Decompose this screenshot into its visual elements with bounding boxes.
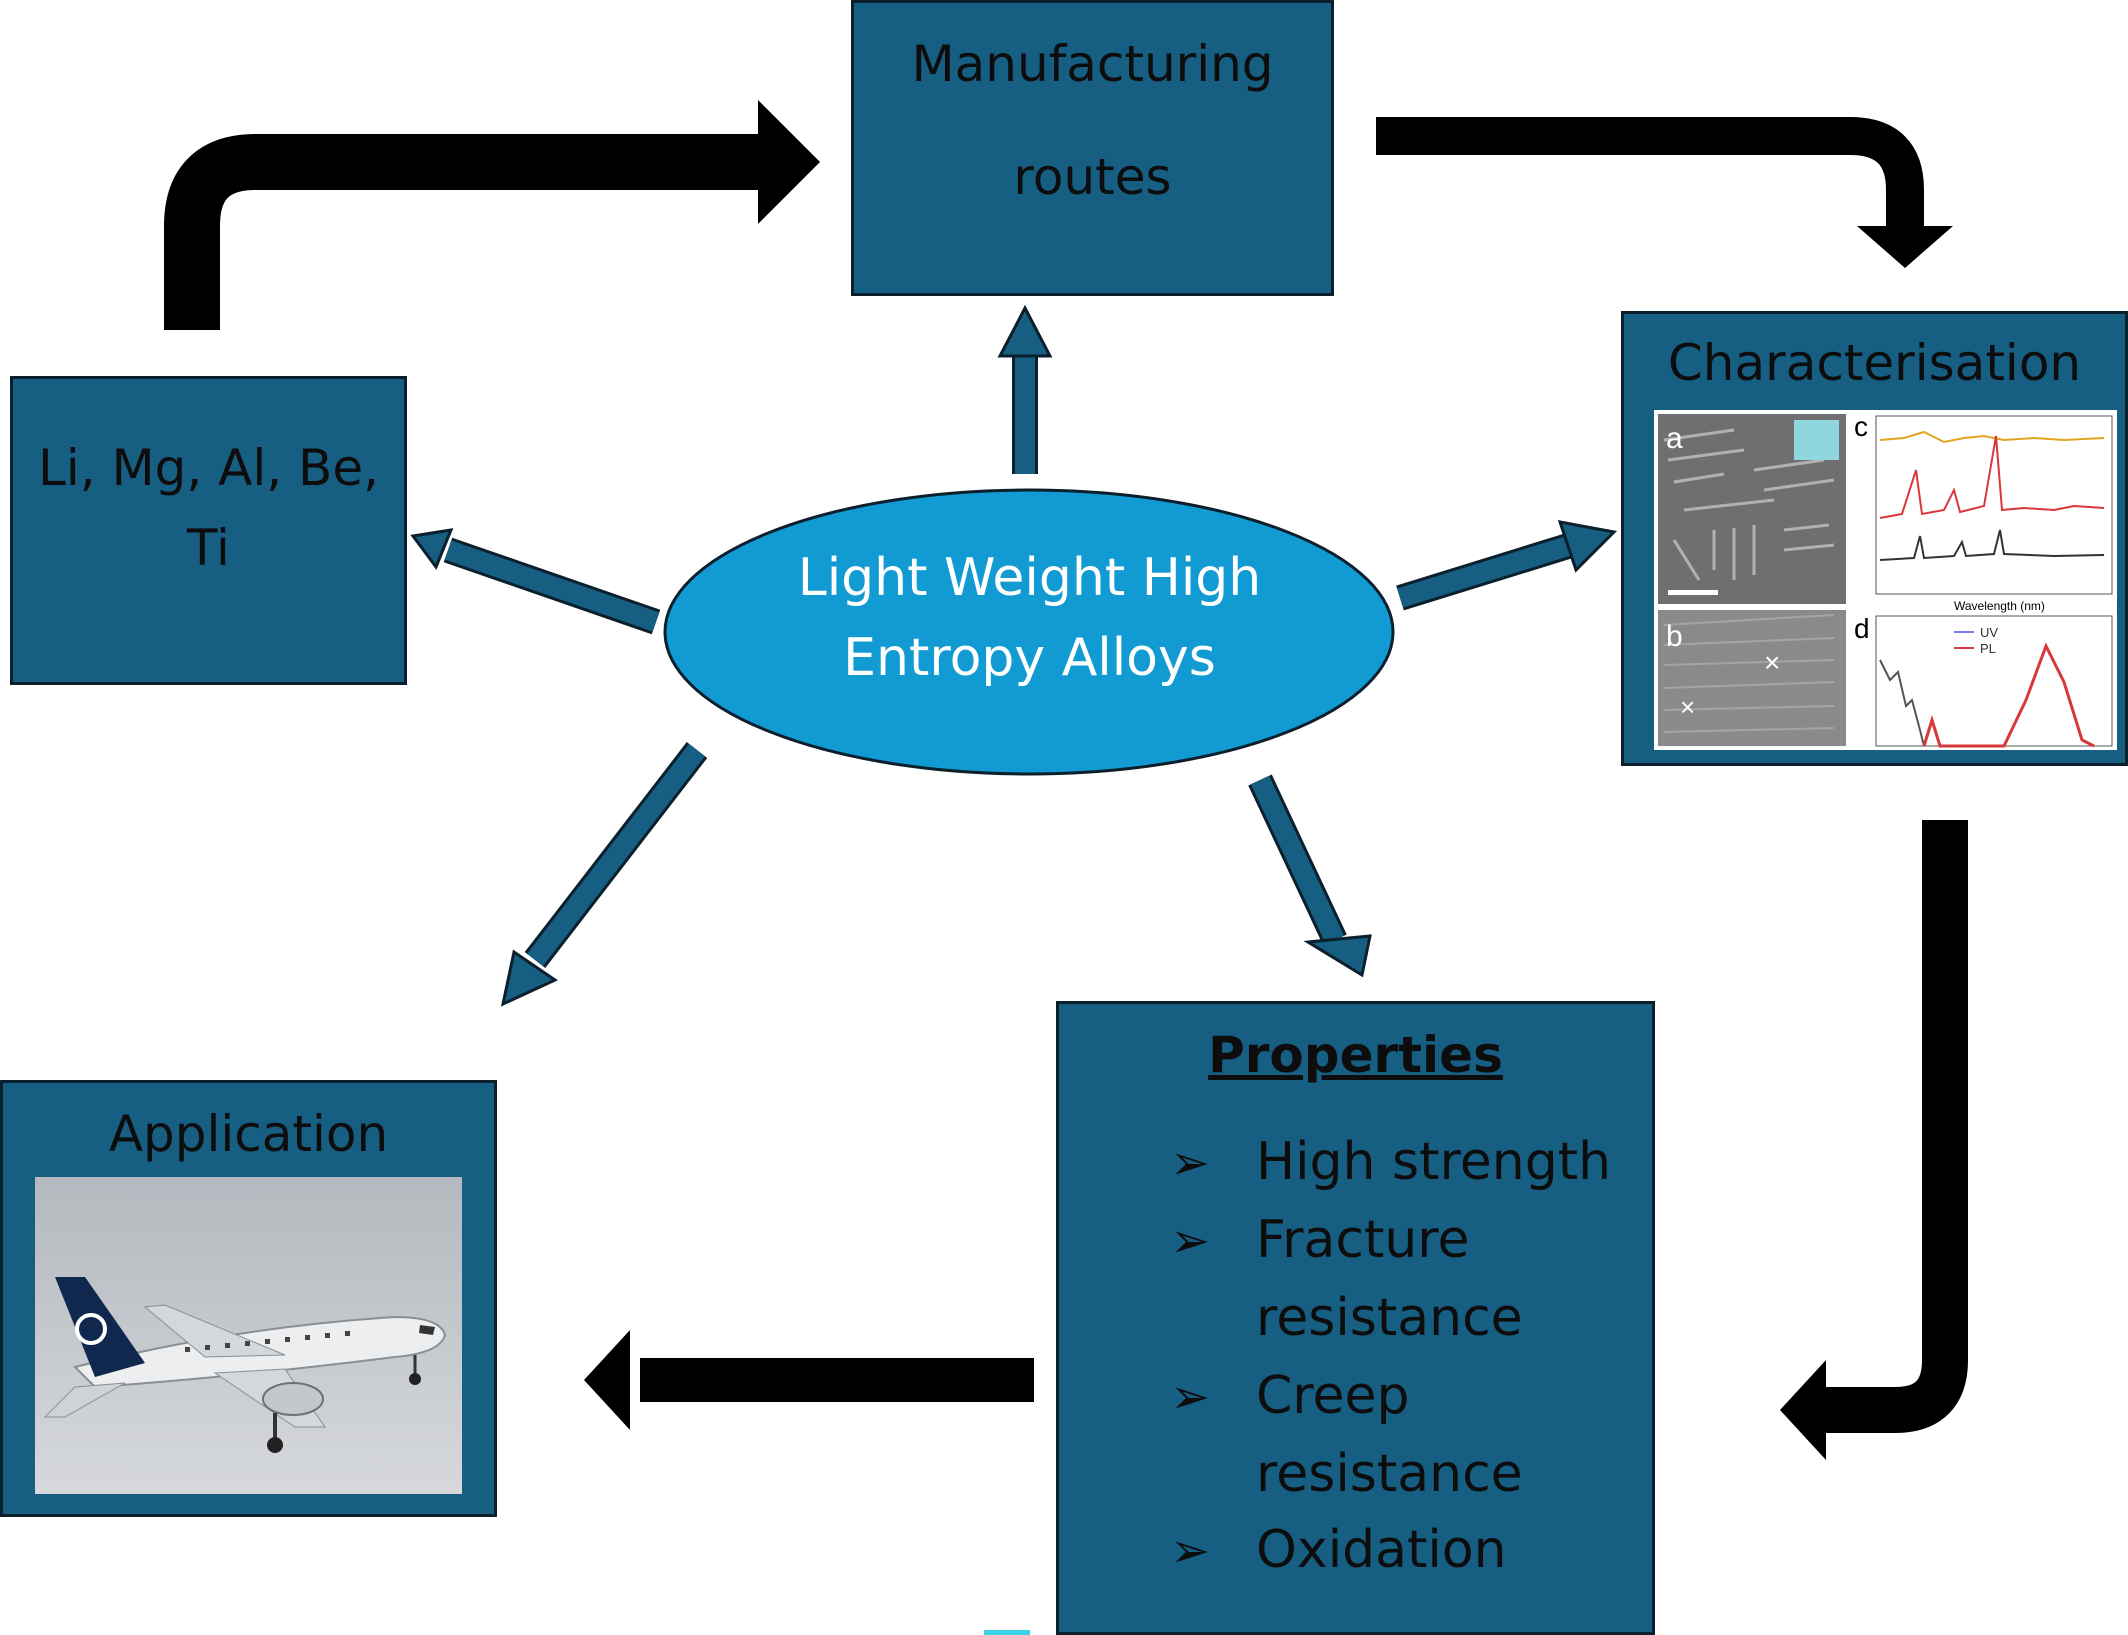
property-creep-line1: Creep bbox=[1256, 1366, 1410, 1426]
center-title-line2: Entropy Alloys bbox=[843, 628, 1216, 688]
properties-box: Properties bbox=[1056, 1001, 1655, 1635]
application-box: Application bbox=[0, 1080, 497, 1517]
black-arrowhead-properties bbox=[1780, 1360, 1826, 1460]
properties-title: Properties bbox=[1208, 1026, 1503, 1084]
chart-d-legend-pl: PL bbox=[1980, 641, 1996, 656]
black-arrow-elements-to-manufacturing bbox=[164, 134, 770, 330]
panel-c-label: c bbox=[1854, 411, 1868, 442]
application-title: Application bbox=[108, 1105, 389, 1163]
manufacturing-line2: routes bbox=[1013, 148, 1172, 206]
black-arrowhead-characterisation bbox=[1857, 226, 1953, 268]
svg-text:×: × bbox=[1764, 647, 1780, 678]
elements-line1: Li, Mg, Al, Be, bbox=[37, 439, 380, 497]
panel-a-label: a bbox=[1666, 422, 1683, 455]
bullet-arrow-icon: ➢ bbox=[1170, 1523, 1211, 1579]
property-high-strength: High strength bbox=[1256, 1132, 1612, 1192]
black-arrowhead-application bbox=[584, 1330, 630, 1430]
characterisation-title: Characterisation bbox=[1667, 334, 2082, 392]
bullet-arrow-icon: ➢ bbox=[1170, 1369, 1211, 1425]
property-fracture-line2: resistance bbox=[1256, 1288, 1523, 1348]
manufacturing-line1: Manufacturing bbox=[911, 35, 1274, 93]
chart-d-legend-uv: UV bbox=[1980, 625, 1998, 640]
black-arrow-manufacturing-to-characterisation bbox=[1376, 117, 1924, 228]
property-oxidation: Oxidation bbox=[1256, 1520, 1507, 1580]
blue-arrow-down-left bbox=[500, 742, 708, 1007]
property-creep-line2: resistance bbox=[1256, 1444, 1523, 1504]
characterisation-box: Characterisation a b × × c Wav bbox=[1621, 311, 2128, 766]
chart-c-xlabel: Wavelength (nm) bbox=[1954, 599, 2045, 613]
svg-text:×: × bbox=[1680, 692, 1695, 722]
blue-arrow-up bbox=[997, 304, 1053, 474]
black-arrowhead-manufacturing bbox=[758, 100, 820, 224]
panel-d-label: d bbox=[1854, 613, 1870, 644]
blue-arrow-down-right bbox=[1248, 774, 1372, 978]
bullet-arrow-icon: ➢ bbox=[1170, 1213, 1211, 1269]
cyan-marker bbox=[984, 1630, 1030, 1635]
micrograph-image: a b × × c Wavelength (nm) d UV PL bbox=[1654, 410, 2117, 750]
center-ellipse bbox=[663, 488, 1395, 776]
blue-arrow-right bbox=[1396, 520, 1618, 611]
blue-arrow-left bbox=[410, 528, 661, 635]
elements-line2: Ti bbox=[187, 519, 230, 577]
black-arrow-characterisation-to-properties bbox=[1818, 820, 1968, 1433]
manufacturing-box: Manufacturing routes bbox=[851, 0, 1334, 296]
elements-box: Li, Mg, Al, Be, Ti bbox=[10, 376, 407, 685]
panel-b-label: b bbox=[1666, 620, 1683, 653]
airplane-photo bbox=[35, 1177, 462, 1494]
bullet-arrow-icon: ➢ bbox=[1170, 1135, 1211, 1191]
center-title-line1: Light Weight High bbox=[797, 548, 1262, 608]
property-fracture-line1: Fracture bbox=[1256, 1210, 1470, 1270]
